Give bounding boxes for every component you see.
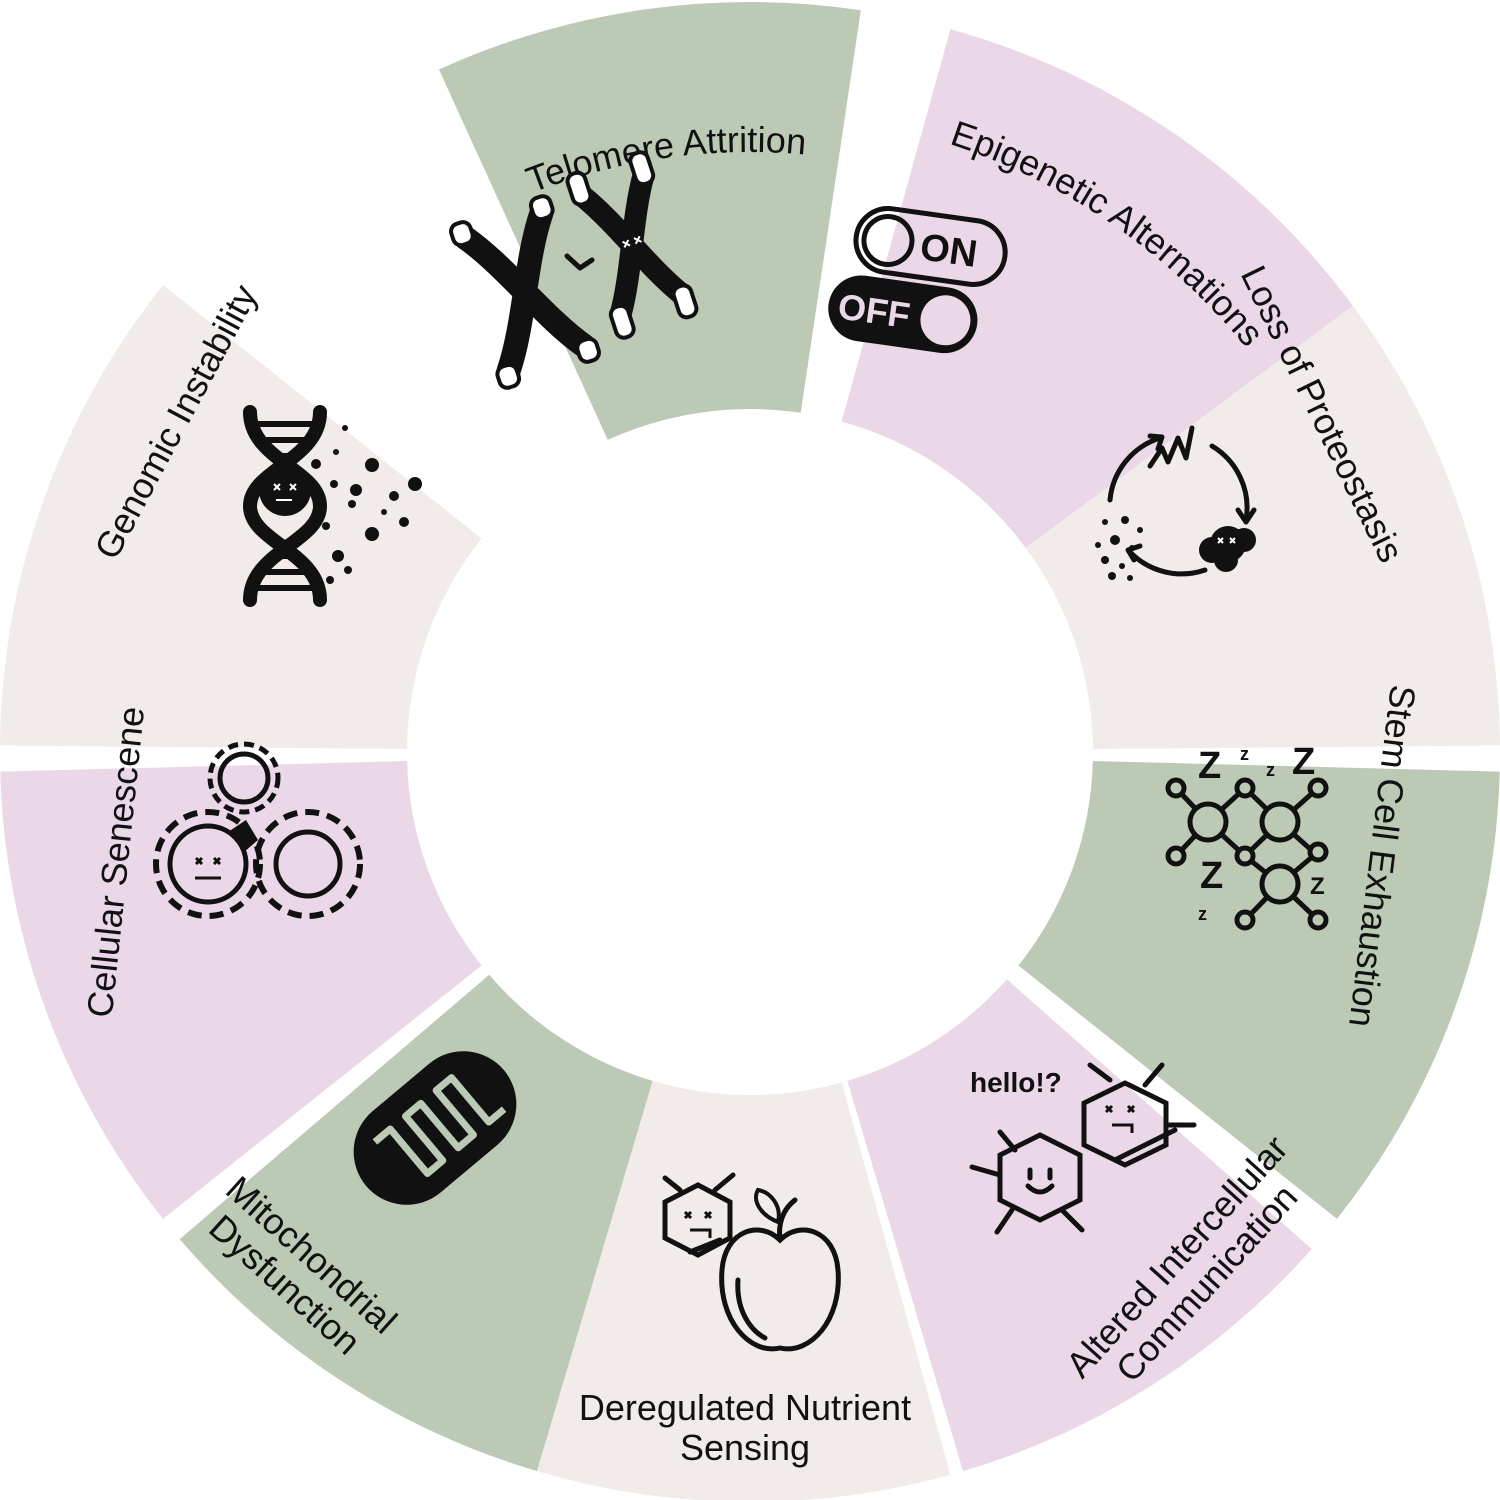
apple-cell-icon xyxy=(662,1172,841,1352)
z-small-1: z xyxy=(1240,744,1249,764)
segment-epigenetic xyxy=(841,29,1353,548)
protein-cycle-icon xyxy=(1095,425,1257,581)
dna-icon xyxy=(242,405,422,607)
segment-genomic xyxy=(0,285,482,750)
broken-gears-icon xyxy=(153,741,363,919)
label-line: Deregulated Nutrient xyxy=(579,1387,911,1428)
segment-stemcell xyxy=(1018,760,1500,1219)
z-small-3: z xyxy=(1198,904,1207,924)
z-small-2: z xyxy=(1266,760,1275,780)
z-large-1: Z xyxy=(1198,745,1221,787)
mitochondrion-icon xyxy=(353,1051,517,1205)
on-label: ON xyxy=(917,226,979,276)
z-medium: Z xyxy=(1310,873,1325,900)
hello-text: hello!? xyxy=(970,1067,1062,1098)
segment-proteostasis xyxy=(1025,305,1500,750)
z-large-2: Z xyxy=(1292,741,1315,783)
talking-cells-icon: hello!? xyxy=(969,1062,1197,1235)
segment-nutrient xyxy=(536,1080,951,1500)
sleeping-cells-icon: Z z z Z Z z Z xyxy=(1165,741,1329,931)
z-large-3: Z xyxy=(1200,855,1223,897)
chromosome-icon xyxy=(449,150,699,390)
off-label: OFF xyxy=(836,285,913,336)
toggle-switch-icon: ON OFF xyxy=(828,206,1008,354)
label-line: Sensing xyxy=(680,1427,810,1468)
segment-mitochondrial xyxy=(179,974,653,1472)
segment-telomere xyxy=(438,1,861,440)
